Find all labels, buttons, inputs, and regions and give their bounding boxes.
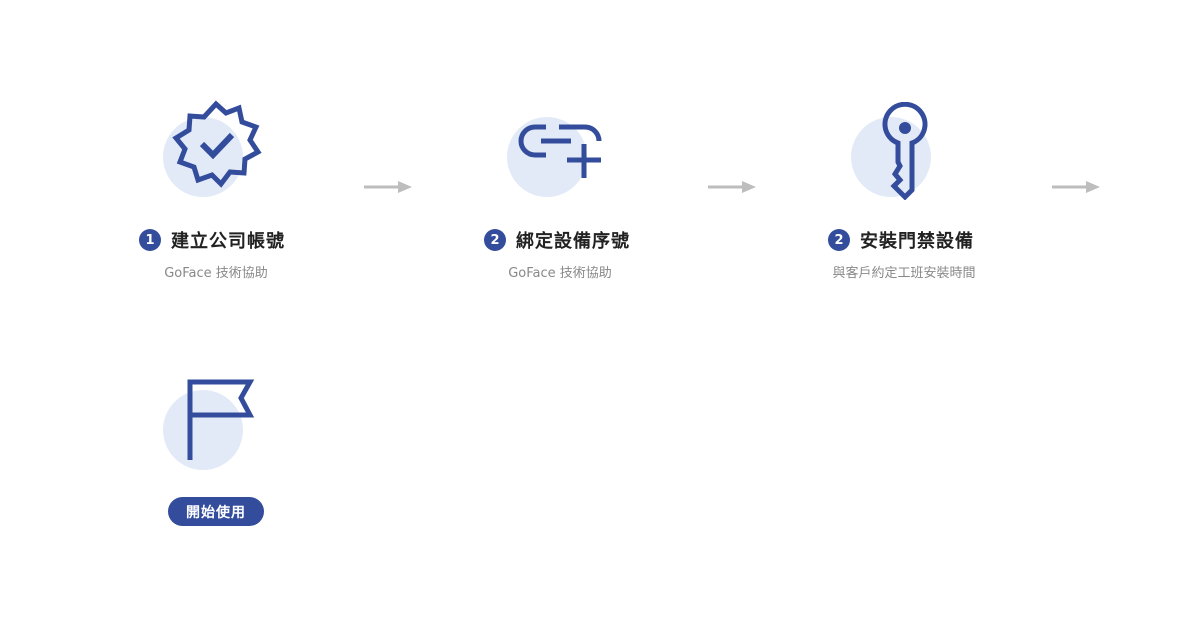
arrow-right-icon <box>708 181 756 193</box>
verified-badge-icon <box>172 100 262 188</box>
link-add-icon <box>518 124 602 178</box>
step-title-text: 綁定設備序號 <box>516 231 630 252</box>
step-number-badge: 1 <box>139 229 161 251</box>
step-title: 2 綁定設備序號 <box>484 227 630 253</box>
arrow-right-icon <box>1052 181 1100 193</box>
step-number-badge: 2 <box>484 229 506 251</box>
flag-icon <box>187 379 255 460</box>
step-title-text: 安裝門禁設備 <box>860 231 974 252</box>
step-title-text: 建立公司帳號 <box>171 231 285 252</box>
step-title: 1 建立公司帳號 <box>139 227 285 253</box>
start-using-button[interactable]: 開始使用 <box>168 497 264 526</box>
icon-background-circle <box>163 117 243 197</box>
step-subtitle: GoFace 技術協助 <box>164 266 268 281</box>
icon-background-circle <box>507 117 587 197</box>
step-subtitle: 與客戶約定工班安裝時間 <box>832 266 976 281</box>
step-subtitle: GoFace 技術協助 <box>508 266 612 281</box>
icon-background-circle <box>163 390 243 470</box>
icon-background-circle <box>851 117 931 197</box>
key-icon <box>882 102 928 200</box>
arrow-right-icon <box>364 181 412 193</box>
step-title: 2 安裝門禁設備 <box>828 227 974 253</box>
step-number-badge: 2 <box>828 229 850 251</box>
